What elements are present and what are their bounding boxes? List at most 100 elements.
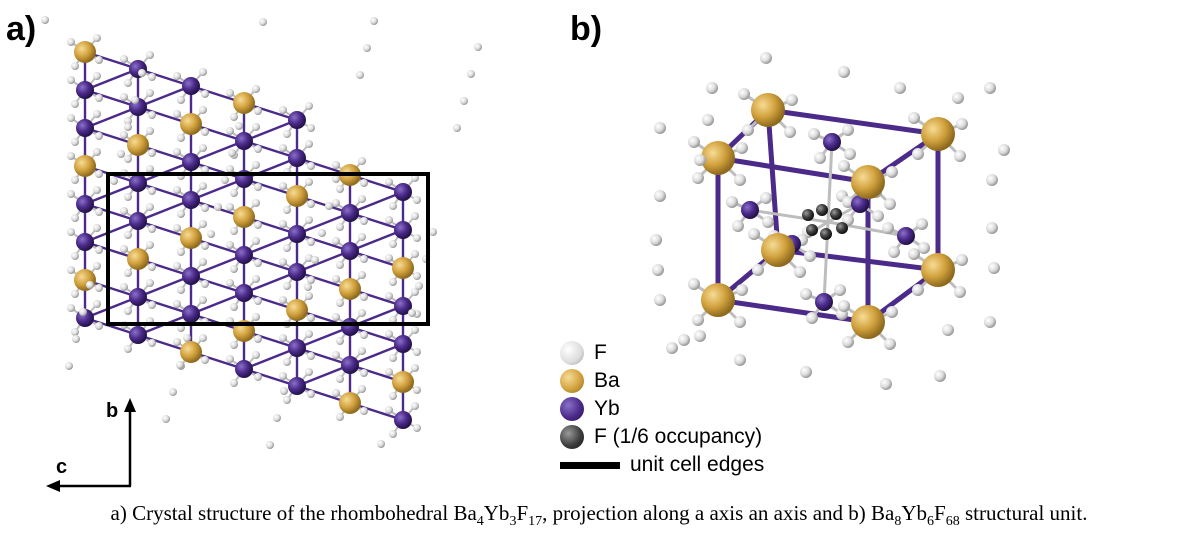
fluorine-atom (148, 187, 156, 195)
fluorine-atom (254, 221, 262, 229)
fluorine-atom (806, 312, 818, 324)
fluorine-atom (199, 334, 207, 342)
fluorine-atom (305, 292, 313, 300)
fluorine-atom (385, 368, 393, 376)
legend-label: Yb (594, 397, 620, 420)
fluorine-atom (654, 294, 666, 306)
fluorine-atom (252, 123, 260, 131)
fluorine-atom (650, 234, 662, 246)
fluorine-atom (838, 300, 850, 312)
fluorine-atom (872, 210, 884, 222)
fluorine-atom (120, 283, 128, 291)
fluorine-atom (325, 202, 333, 210)
fluorine-atom (252, 199, 260, 207)
fluorine-atom (415, 282, 423, 290)
bond (295, 363, 352, 388)
fluorine-atom (71, 252, 79, 260)
fluorine-atom (177, 134, 185, 142)
ytterbium-atom (341, 204, 359, 222)
fluorine-atom (834, 284, 846, 296)
fluorine-atom (762, 216, 774, 228)
fluorine-atom (95, 170, 103, 178)
fluorine-atom (279, 144, 287, 152)
bond (295, 249, 352, 274)
legend-item-unit-cell: unit cell edges (560, 452, 764, 478)
fluorine-atom (413, 272, 421, 280)
barium-atom (851, 165, 885, 199)
fluorine-atom (332, 313, 340, 321)
fluorine-atom (654, 122, 666, 134)
legend-item-yb: Yb (560, 396, 620, 422)
fluorine-atom (736, 284, 748, 296)
fluorine-atom (734, 174, 746, 186)
fluorine-atom (79, 308, 87, 316)
fluorine-atom (842, 124, 854, 136)
bond (242, 270, 299, 295)
fluorine-atom (266, 441, 274, 449)
ytterbium-atom (288, 111, 306, 129)
formula-subscript: 4 (476, 514, 484, 530)
fluorine-atom (95, 132, 103, 140)
fluorine-atom (654, 190, 666, 202)
unit-cell-edge-icon (560, 461, 620, 469)
fluorine-atom (95, 94, 103, 102)
fluorine-atom (252, 161, 260, 169)
fluorine-atom (734, 354, 746, 366)
fluorine-atom (283, 358, 291, 366)
ytterbium-atom (182, 305, 200, 323)
fluorine-atom (385, 292, 393, 300)
fluorine-atom (377, 440, 385, 448)
fluorine-atom (95, 56, 103, 64)
fluorine-atom (177, 96, 185, 104)
fluorine-atom (702, 114, 714, 126)
fluorine-atom (67, 304, 75, 312)
bond (136, 295, 193, 316)
fluorine-partial-atom (802, 209, 814, 221)
fluorine-atom (120, 93, 128, 101)
barium-atom (392, 257, 414, 279)
ytterbium-atom (741, 201, 759, 219)
bond (83, 316, 140, 337)
ytterbium-atom (76, 233, 94, 251)
fluorine-atom (93, 110, 101, 118)
fluorine-atom (804, 250, 816, 262)
formula-subscript: 17 (528, 514, 543, 530)
fluorine-atom (95, 284, 103, 292)
fluorine-atom (71, 290, 79, 298)
bond (189, 139, 246, 164)
fluorine-partial-atom (816, 204, 828, 216)
fluorine-atom (72, 335, 80, 343)
fluorine-atom (413, 424, 421, 432)
bond (242, 118, 299, 143)
fluorine-atom (148, 301, 156, 309)
bond (136, 274, 193, 299)
fluorine-atom (199, 220, 207, 228)
fluorine-atom (67, 38, 75, 46)
fluorine-atom (177, 210, 185, 218)
formula-subscript: 68 (945, 514, 960, 530)
bond (189, 253, 246, 278)
fluorine-atom (358, 195, 366, 203)
fluorine-atom (120, 55, 128, 63)
bond (189, 160, 246, 181)
fluorine-atom (199, 296, 207, 304)
bond (348, 190, 405, 215)
barium-atom (180, 341, 202, 363)
fluorine-atom (201, 356, 209, 364)
fluorine-atom (942, 324, 954, 336)
barium-atom (180, 113, 202, 135)
fluorine-atom (93, 262, 101, 270)
fluorine-atom (148, 111, 156, 119)
fluorine-atom (230, 113, 238, 121)
fluorine-atom (894, 82, 906, 94)
fluorine-atom (148, 263, 156, 271)
fluorine-atom (934, 370, 946, 382)
fluorine-atom (467, 70, 475, 78)
fluorine-atom (173, 110, 181, 118)
fluorine-atom (884, 338, 896, 350)
fluorine-atom (279, 296, 287, 304)
fluorine-atom (726, 196, 738, 208)
fluorine-atom (124, 231, 132, 239)
fluorine-atom (252, 275, 260, 283)
fluorine-atom (199, 258, 207, 266)
